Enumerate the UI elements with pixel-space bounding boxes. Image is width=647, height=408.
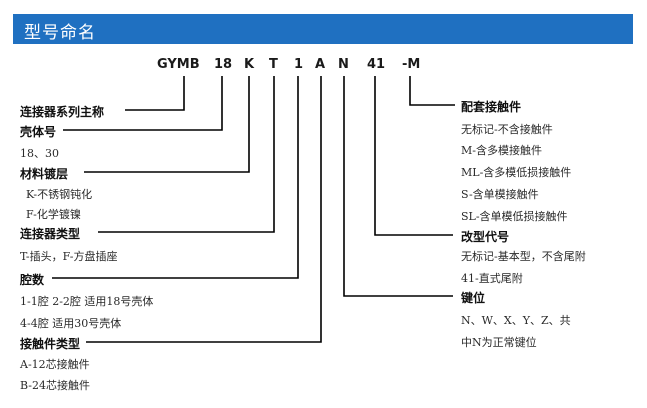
label-contact-type: 接触件类型 <box>20 337 81 351</box>
label-plating: 材料镀层 <box>20 167 69 181</box>
line-cavity <box>52 76 299 279</box>
desc-contact-type-1: A-12芯接触件 <box>20 358 90 371</box>
line-type <box>98 76 275 233</box>
code-contact-type: A <box>315 57 326 72</box>
code-series: GYMB <box>157 57 200 72</box>
header-bar: 型号命名 <box>13 14 633 44</box>
label-shell: 壳体号 <box>20 125 57 139</box>
desc-cavity-1: 1-1腔 2-2腔 适用18号壳体 <box>20 295 154 308</box>
code-plating: K <box>244 57 255 72</box>
desc-variant-1: 无标记-基本型，不含尾附 <box>461 250 586 263</box>
desc-cavity-2: 4-4腔 适用30号壳体 <box>20 317 122 330</box>
code-key: N <box>338 57 349 72</box>
label-contacts: 配套接触件 <box>461 100 522 114</box>
desc-contact-type-2: B-24芯接触件 <box>20 379 91 392</box>
label-series: 连接器系列主称 <box>20 105 105 119</box>
desc-variant-2: 41-直式尾附 <box>461 272 523 285</box>
desc-shell-1: 18、30 <box>20 147 59 160</box>
desc-plating-1: K-不锈钢钝化 <box>26 188 93 201</box>
line-plating <box>84 76 250 173</box>
desc-key-1: N、W、X、Y、Z、共 <box>461 314 571 327</box>
desc-contacts-3: ML-含多模低损接触件 <box>461 166 572 179</box>
desc-contacts-4: S-含单模接触件 <box>461 188 539 201</box>
code-cavity: 1 <box>294 57 304 72</box>
desc-contacts-5: SL-含单模低损接触件 <box>461 210 568 223</box>
code-contacts: -M <box>402 57 421 72</box>
code-shell: 18 <box>214 57 233 72</box>
line-shell <box>63 76 223 131</box>
desc-type-1: T-插头，F-方盘插座 <box>20 250 118 263</box>
desc-key-2: 中N为正常键位 <box>461 336 537 349</box>
code-variant: 41 <box>367 57 386 72</box>
label-cavity: 腔数 <box>20 273 45 287</box>
desc-plating-2: F-化学镀镍 <box>26 208 81 221</box>
label-key: 键位 <box>461 291 486 305</box>
code-type: T <box>269 57 278 72</box>
line-contacts <box>409 76 455 106</box>
line-variant <box>374 76 453 236</box>
line-series <box>125 76 185 111</box>
label-variant: 改型代号 <box>461 230 510 244</box>
desc-contacts-2: M-含多模接触件 <box>461 144 542 157</box>
label-type: 连接器类型 <box>20 227 81 241</box>
desc-contacts-1: 无标记-不含接触件 <box>461 123 553 136</box>
line-key <box>343 76 453 297</box>
page-title: 型号命名 <box>24 23 96 43</box>
line-contact-type <box>86 76 322 343</box>
